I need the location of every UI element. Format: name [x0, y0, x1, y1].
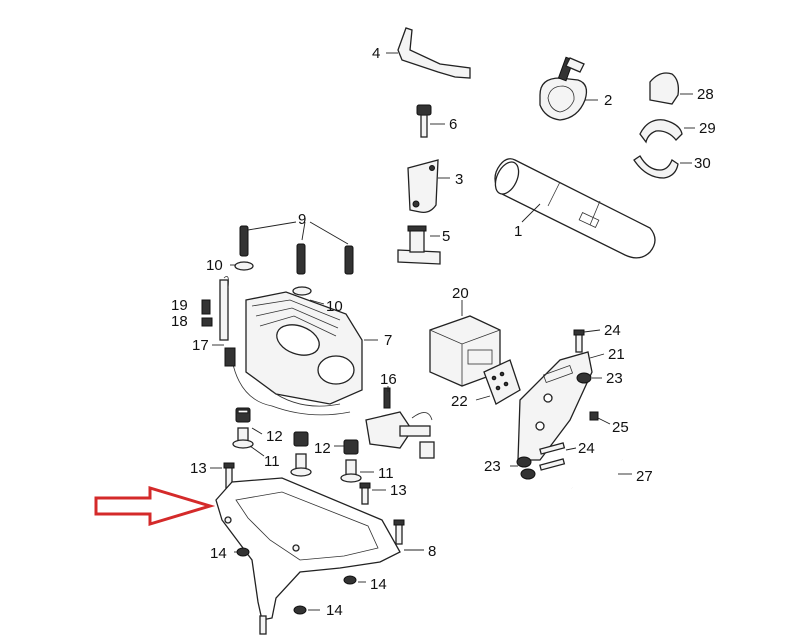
clamp-part: [539, 56, 598, 121]
callout-22: 22: [451, 393, 468, 410]
clamp-band-part-30: [633, 155, 692, 179]
bracket-plate-part: [407, 159, 450, 213]
callout-14c: 14: [326, 602, 343, 619]
mount-part-11c: [340, 459, 374, 483]
grommet-part-23b: [510, 456, 536, 480]
grommet-part-23a: [576, 372, 602, 384]
callout-13b: 13: [390, 482, 407, 499]
callout-11b: 11: [378, 465, 394, 482]
screws-part-24b: [539, 442, 577, 471]
screw-part-19: [201, 299, 211, 315]
callout-27: 27: [636, 468, 653, 485]
callout-24b: 24: [578, 440, 595, 457]
mount-part-12c: [334, 439, 359, 455]
mount-part-12b: [293, 431, 309, 447]
callout-28: 28: [697, 86, 714, 103]
highlight-arrow-icon: [94, 485, 216, 527]
clamp-cap-part-28: [649, 72, 693, 105]
callout-25: 25: [612, 419, 629, 436]
callout-14b: 14: [370, 576, 387, 593]
callout-10b: 10: [326, 298, 343, 315]
bolts-part-13: [210, 462, 386, 505]
callout-19: 19: [171, 297, 188, 314]
washers-part-10: [230, 261, 325, 305]
compressor-part: [224, 291, 378, 416]
callout-14a: 14: [210, 545, 227, 562]
hook-bracket-part: [386, 27, 471, 79]
callout-24a: 24: [604, 322, 621, 339]
mount-part-12a: [235, 407, 263, 435]
callout-13a: 13: [190, 460, 207, 477]
valve-part: [365, 386, 435, 459]
callout-1: 1: [514, 223, 522, 240]
callout-9: 9: [298, 211, 306, 228]
bolt-part-6: [416, 104, 445, 138]
callout-23a: 23: [606, 370, 623, 387]
mount-part-11b: [290, 453, 312, 477]
nut-part-18: [201, 317, 213, 327]
callout-29: 29: [699, 120, 716, 137]
callout-12a: 12: [266, 428, 283, 445]
screw-part-25: [589, 411, 611, 425]
callout-20: 20: [452, 285, 469, 302]
callout-10a: 10: [206, 257, 223, 274]
nuts-part-14: [234, 547, 366, 635]
callout-4: 4: [372, 45, 380, 62]
t-fitting-part: [397, 225, 441, 265]
callout-6: 6: [449, 116, 457, 133]
callout-16: 16: [380, 371, 397, 388]
callout-12b: 12: [314, 440, 331, 457]
callout-5: 5: [442, 228, 450, 245]
mount-part-11a: [232, 427, 265, 457]
bolts-part-9: [239, 221, 354, 275]
callout-11a: 11: [264, 453, 280, 470]
callout-2: 2: [604, 92, 612, 109]
callout-3: 3: [455, 171, 463, 188]
air-reservoir-part: [494, 158, 656, 259]
callout-21: 21: [608, 346, 625, 363]
sensor-part-17: [212, 275, 229, 346]
callout-8: 8: [428, 543, 436, 560]
connector-part: [475, 359, 521, 405]
callout-30: 30: [694, 155, 711, 172]
callout-17: 17: [192, 337, 209, 354]
callout-18: 18: [171, 313, 188, 330]
clamp-ring-part-29: [639, 119, 695, 144]
bent-rod-part: [571, 451, 632, 503]
base-frame-part: [215, 477, 424, 621]
callout-7: 7: [384, 332, 392, 349]
screw-part-24a: [573, 329, 601, 353]
callout-23b: 23: [484, 458, 501, 475]
